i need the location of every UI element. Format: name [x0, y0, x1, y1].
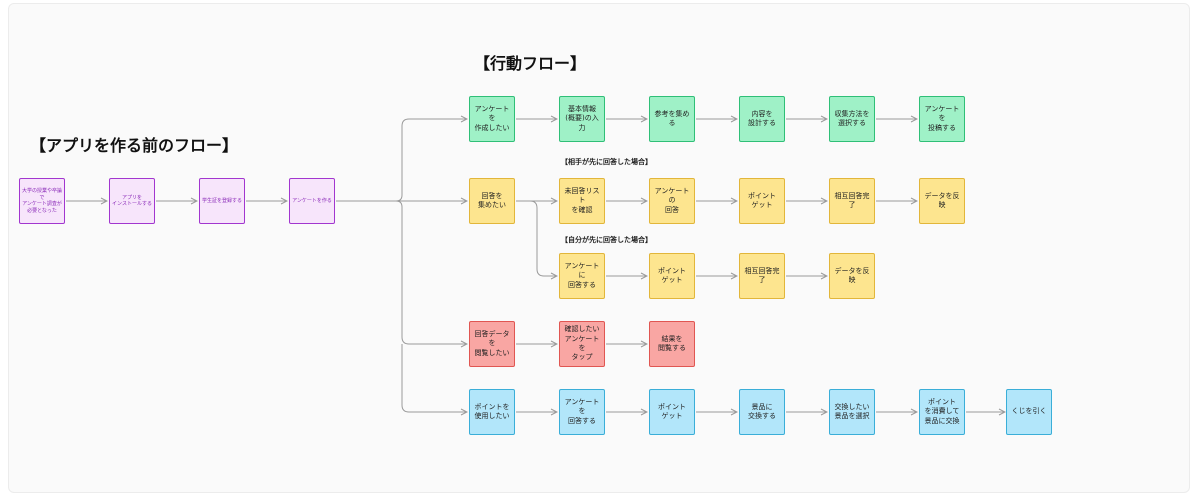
node-answer-survey[interactable]: アンケートに 回答する: [559, 253, 605, 299]
note-self-answered-first: 【自分が先に回答した場合】: [561, 236, 652, 244]
node-spend-points-for-prize[interactable]: ポイント を消費して 景品に交換: [919, 389, 965, 435]
node-select-collection-method[interactable]: 収集方法を 選択する: [829, 96, 875, 142]
node-want-create-survey[interactable]: アンケートを 作成したい: [469, 96, 515, 142]
node-select-prize[interactable]: 交換したい 景品を選択: [829, 389, 875, 435]
node-need-survey[interactable]: 大学の授業や卒論で アンケート調査が 必要となった: [19, 178, 65, 224]
node-get-points[interactable]: ポイント ゲット: [649, 253, 695, 299]
node-answer-survey[interactable]: アンケートを 回答する: [559, 389, 605, 435]
node-check-unanswered-list[interactable]: 未回答リスト を確認: [559, 178, 605, 224]
node-gather-references[interactable]: 参考を集める: [649, 96, 695, 142]
node-post-survey[interactable]: アンケートを 投稿する: [919, 96, 965, 142]
node-want-view-answer-data[interactable]: 回答データを 閲覧したい: [469, 321, 515, 367]
node-make-survey[interactable]: アンケートを作る: [289, 178, 335, 224]
note-other-answered-first: 【相手が先に回答した場合】: [561, 158, 652, 166]
node-install-app[interactable]: アプリを インストールする: [109, 178, 155, 224]
node-want-use-points[interactable]: ポイントを 使用したい: [469, 389, 515, 435]
edge: [401, 344, 467, 412]
edge: [529, 200, 557, 276]
node-answer-survey[interactable]: アンケートの 回答: [649, 178, 695, 224]
node-reflect-data[interactable]: データを反映: [919, 178, 965, 224]
node-design-content[interactable]: 内容を 設計する: [739, 96, 785, 142]
edge: [395, 200, 467, 344]
node-mutual-answer-complete[interactable]: 相互回答完了: [829, 178, 875, 224]
node-get-points[interactable]: ポイント ゲット: [649, 389, 695, 435]
node-tap-survey-to-check[interactable]: 確認したい アンケートを タップ: [559, 321, 605, 367]
edge: [395, 119, 467, 202]
node-get-points[interactable]: ポイント ゲット: [739, 178, 785, 224]
node-draw-lottery[interactable]: くじを引く: [1006, 389, 1052, 435]
node-mutual-answer-complete[interactable]: 相互回答完了: [739, 253, 785, 299]
node-input-basic-info[interactable]: 基本情報 (概要)の入力: [559, 96, 605, 142]
node-register-student-id[interactable]: 学生証を登録する: [199, 178, 245, 224]
node-want-collect-answers[interactable]: 回答を 集めたい: [469, 178, 515, 224]
action-flow-title: 【行動フロー】: [474, 54, 587, 73]
node-exchange-prize[interactable]: 景品に 交換する: [739, 389, 785, 435]
node-reflect-data[interactable]: データを反映: [829, 253, 875, 299]
node-view-results[interactable]: 結果を 閲覧する: [649, 321, 695, 367]
pre-app-flow-title: 【アプリを作る前のフロー】: [30, 136, 239, 155]
